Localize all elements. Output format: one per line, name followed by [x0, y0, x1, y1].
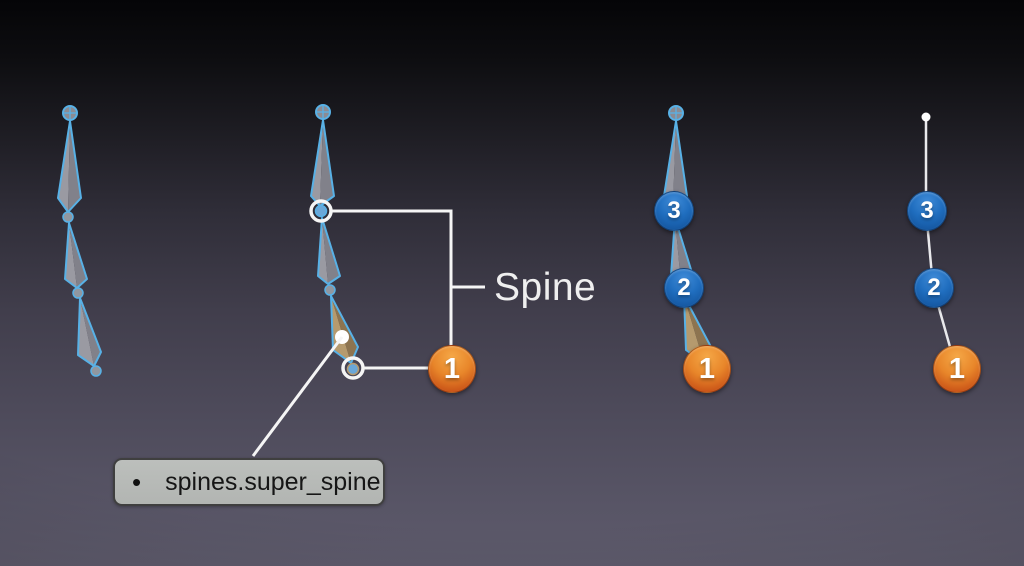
tooltip-leader-line: [251, 336, 344, 457]
bone3-face: [68, 121, 81, 212]
stick-tail-dot: [921, 112, 931, 122]
bracket-line: [332, 209, 453, 347]
bone2-face: [671, 218, 681, 284]
bone1-outline: [330, 295, 359, 364]
head-ring-marker: [341, 356, 365, 380]
joint-ball: [314, 204, 328, 218]
head-ball: [90, 365, 102, 377]
badge-stick-spine-3: 3: [907, 191, 947, 231]
bone1-selected-face: [331, 296, 358, 363]
armature-annotated-chain: [310, 104, 360, 376]
bone3-face: [320, 120, 334, 206]
joint-ball: [72, 287, 84, 299]
bone3-face: [673, 121, 687, 206]
armature-stick-chain: [921, 112, 958, 369]
bone1-face: [78, 298, 94, 366]
spine-bracket-label: Spine: [494, 266, 597, 309]
stick-bone-line: [924, 117, 958, 369]
annotation-lines: [251, 199, 485, 457]
joint-ball: [62, 211, 74, 223]
badge-stick-spine-2: 2: [914, 268, 954, 308]
armature-badged-chain: [663, 105, 712, 364]
bone1-face: [80, 298, 101, 366]
bone-name-text: spines.super_spine: [165, 467, 381, 496]
badge-spine-1: 1: [683, 345, 731, 393]
joint-ring-marker: [309, 199, 333, 223]
badge-spine-2: 2: [664, 268, 704, 308]
head-ball: [346, 362, 360, 376]
bone2-face: [318, 218, 328, 284]
bullet-icon: •: [132, 467, 142, 497]
armature-octahedral-chain: [57, 105, 102, 377]
badge-spine-1-callout: 1: [428, 345, 476, 393]
bone-name-tooltip: • spines.super_spine: [113, 458, 385, 506]
badge-stick-spine-1: 1: [933, 345, 981, 393]
badge-spine-3: 3: [654, 191, 694, 231]
joint-ball: [324, 284, 336, 296]
bone2-outline: [317, 217, 341, 285]
